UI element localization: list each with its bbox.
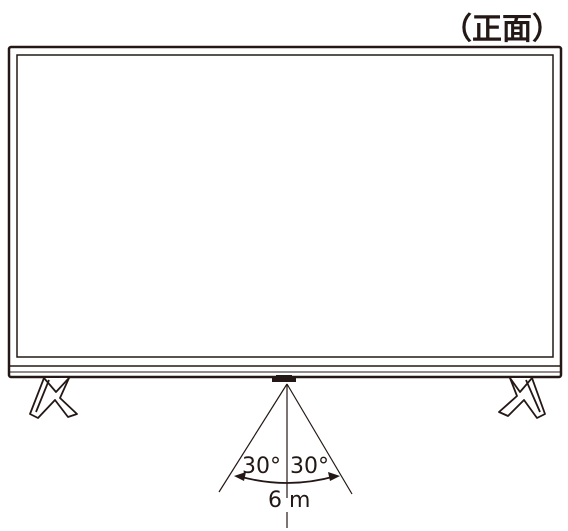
left-stand (29, 377, 78, 419)
angle-arc (237, 475, 337, 484)
distance-label: 6 m (268, 488, 310, 513)
remote-sensor (272, 377, 296, 382)
angle-left-label: 30° (242, 454, 281, 479)
viewing-angle-lines (218, 383, 353, 528)
tv-screen (16, 54, 554, 358)
angle-right-label: 30° (290, 454, 329, 479)
tv-body (7, 45, 563, 382)
arc-arrow-right (328, 472, 340, 481)
right-stand (498, 377, 546, 419)
arc-arrow-left (234, 472, 246, 481)
view-title: （正面） (442, 12, 562, 47)
